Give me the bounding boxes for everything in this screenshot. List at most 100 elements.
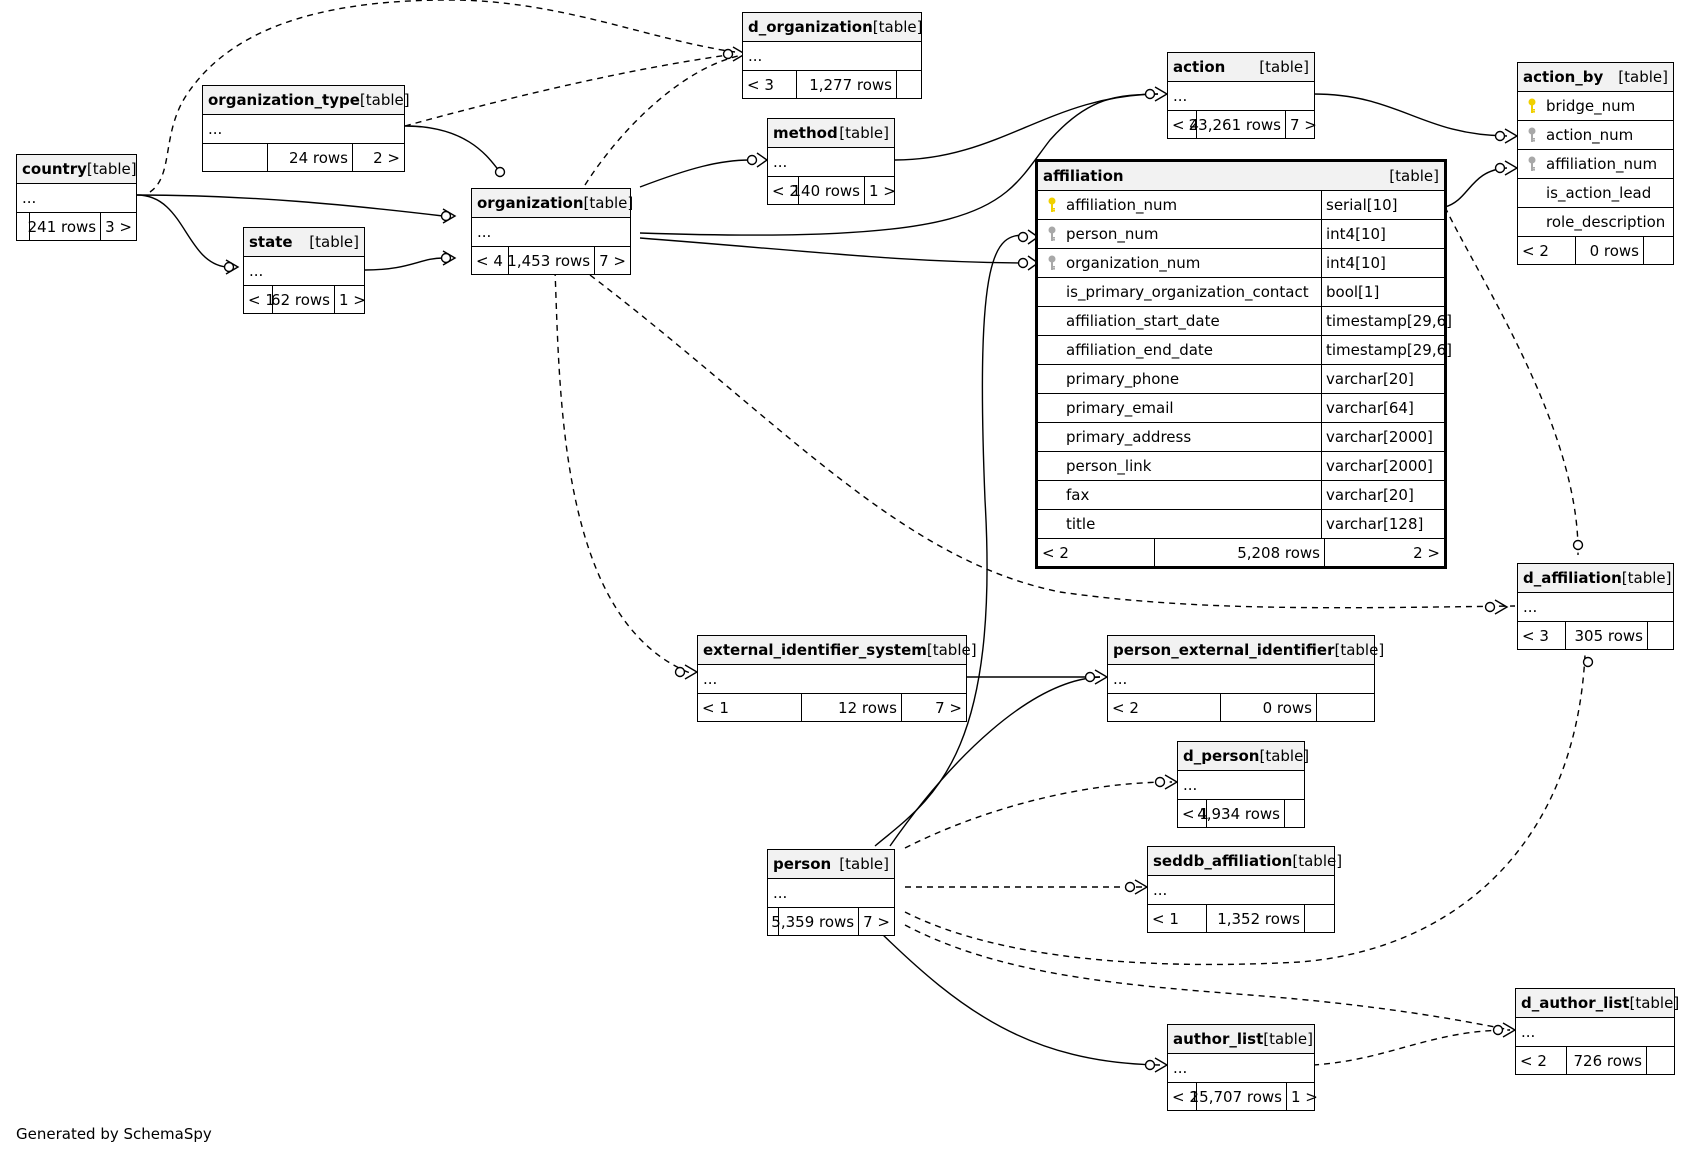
table-tag: [table] bbox=[839, 124, 889, 142]
column-row: action_num bbox=[1518, 121, 1673, 150]
table-name: d_organization bbox=[748, 18, 873, 36]
table-tag: [table] bbox=[872, 18, 923, 36]
table-name: d_author_list bbox=[1521, 994, 1630, 1012]
table-name: affiliation bbox=[1043, 167, 1124, 185]
table-stats: 241 rows 3 > bbox=[17, 213, 136, 240]
column-name: primary_phone bbox=[1066, 370, 1180, 388]
column-type: timestamp[29,6] bbox=[1326, 341, 1453, 359]
rel-organization-method bbox=[639, 159, 751, 188]
rel-organization-daffil bbox=[589, 274, 1516, 609]
table-tag: [table] bbox=[1259, 58, 1309, 76]
table-person-external-identifier[interactable]: person_external_identifier[table] ... < … bbox=[1107, 635, 1384, 722]
columns-collapsed: ... bbox=[203, 115, 404, 144]
foreign-key-icon bbox=[1042, 226, 1062, 242]
column-row: affiliation_start_date timestamp[29,6] bbox=[1038, 307, 1452, 336]
column-name: person_link bbox=[1066, 457, 1152, 475]
table-tag: [table] bbox=[583, 194, 634, 212]
column-name: affiliation_num bbox=[1546, 155, 1658, 173]
table-name: external_identifier_system bbox=[703, 641, 927, 659]
column-row: is_action_lead bbox=[1518, 179, 1673, 208]
table-stats: < 3 1,277 rows bbox=[743, 71, 921, 98]
table-external-identifier-system[interactable]: external_identifier_system[table] ... < … bbox=[697, 635, 977, 722]
column-row: primary_address varchar[2000] bbox=[1038, 423, 1444, 452]
table-stats: < 2 726 rows bbox=[1516, 1047, 1674, 1074]
table-country[interactable]: country[table] ... 241 rows 3 > bbox=[16, 154, 137, 241]
table-person[interactable]: person [table] ... 5,359 rows 7 > bbox=[767, 849, 895, 936]
primary-key-icon bbox=[1522, 98, 1542, 114]
table-stats: 5,359 rows 7 > bbox=[768, 908, 894, 935]
column-row: bridge_num bbox=[1518, 92, 1673, 121]
columns-collapsed: ... bbox=[743, 42, 921, 71]
column-name: affiliation_start_date bbox=[1066, 312, 1220, 330]
column-type: varchar[2000] bbox=[1326, 428, 1433, 446]
table-name: person bbox=[773, 855, 832, 873]
table-method[interactable]: method[table] ... < 2 140 rows 1 > bbox=[767, 118, 896, 205]
columns-collapsed: ... bbox=[698, 665, 966, 694]
rel-orgtype-dorg bbox=[404, 53, 736, 127]
table-state[interactable]: state[table] ... < 1 62 rows 1 > bbox=[243, 227, 366, 314]
column-name: fax bbox=[1066, 486, 1090, 504]
column-name: primary_address bbox=[1066, 428, 1192, 446]
rel-country-state bbox=[136, 194, 227, 268]
table-tag: [table] bbox=[86, 160, 137, 178]
column-name: person_num bbox=[1066, 225, 1159, 243]
rel-organization-dorg bbox=[584, 55, 739, 186]
column-name: title bbox=[1066, 515, 1096, 533]
column-type: varchar[20] bbox=[1326, 370, 1414, 388]
rel-country-organization bbox=[136, 194, 444, 217]
table-d-organization[interactable]: d_organization[table] ... < 3 1,277 rows bbox=[742, 12, 922, 99]
table-action[interactable]: action[table] ... < 4 23,261 rows 7 > bbox=[1167, 52, 1317, 139]
table-stats: < 1 62 rows 1 > bbox=[244, 286, 366, 313]
rel-state-organization bbox=[364, 257, 444, 271]
column-type: varchar[2000] bbox=[1326, 457, 1433, 475]
rel-person-affiliation bbox=[874, 234, 1026, 847]
table-organization[interactable]: organization[table] ... < 4 1,453 rows 7… bbox=[471, 188, 634, 275]
table-stats: < 2 0 rows bbox=[1108, 694, 1374, 721]
table-name: action_by bbox=[1523, 68, 1604, 86]
columns-collapsed: ... bbox=[768, 148, 894, 177]
table-tag: [table] bbox=[926, 641, 977, 659]
table-name: state bbox=[249, 233, 293, 251]
column-name: action_num bbox=[1546, 126, 1634, 144]
table-d-affiliation[interactable]: d_affiliation[table] ... < 3 305 rows bbox=[1517, 563, 1674, 650]
table-tag: [table] bbox=[1629, 994, 1680, 1012]
table-d-person[interactable]: d_person[table] ... < 1 4,934 rows bbox=[1177, 741, 1309, 828]
table-stats: < 3 305 rows bbox=[1518, 622, 1673, 649]
column-type: varchar[64] bbox=[1326, 399, 1414, 417]
column-type: varchar[128] bbox=[1326, 515, 1424, 533]
table-d-author-list[interactable]: d_author_list[table] ... < 2 726 rows bbox=[1515, 988, 1679, 1075]
table-tag: [table] bbox=[1334, 641, 1385, 659]
rel-affiliation-daffil bbox=[1444, 206, 1579, 556]
table-tag: [table] bbox=[839, 855, 889, 873]
rel-country-dorg bbox=[149, 0, 736, 193]
table-name: method bbox=[773, 124, 838, 142]
table-author-list[interactable]: author_list[table] ... < 2 15,707 rows 1… bbox=[1167, 1024, 1318, 1111]
columns-collapsed: ... bbox=[768, 879, 894, 908]
rel-authorlist-dauthor bbox=[1312, 1029, 1511, 1066]
table-tag: [table] bbox=[1259, 747, 1310, 765]
table-seddb-affiliation[interactable]: seddb_affiliation[table] ... < 1 1,352 r… bbox=[1147, 846, 1342, 933]
rel-person-dauthor bbox=[904, 924, 1511, 1031]
column-type: varchar[20] bbox=[1326, 486, 1414, 504]
column-type: timestamp[29,6] bbox=[1326, 312, 1453, 330]
columns-collapsed: ... bbox=[244, 257, 364, 286]
table-stats: < 2 0 rows bbox=[1518, 237, 1673, 264]
table-stats: 24 rows 2 > bbox=[203, 144, 404, 171]
table-organization-type[interactable]: organization_type[table] ... 24 rows 2 > bbox=[202, 85, 410, 172]
column-type: int4[10] bbox=[1326, 225, 1386, 243]
columns-collapsed: ... bbox=[1148, 876, 1334, 905]
generated-by-footer: Generated by SchemaSpy bbox=[16, 1125, 212, 1143]
table-stats: < 2 15,707 rows 1 > bbox=[1168, 1083, 1318, 1110]
table-tag: [table] bbox=[1389, 167, 1439, 185]
foreign-key-icon bbox=[1522, 156, 1542, 172]
column-type: serial[10] bbox=[1326, 196, 1398, 214]
table-name: organization_type bbox=[208, 91, 360, 109]
rel-person-dperson bbox=[904, 781, 1173, 849]
table-name: author_list bbox=[1173, 1030, 1264, 1048]
table-stats: < 2 5,208 rows 2 > bbox=[1038, 539, 1444, 566]
table-tag: [table] bbox=[1263, 1030, 1313, 1048]
rel-organization-extsys bbox=[554, 269, 691, 674]
